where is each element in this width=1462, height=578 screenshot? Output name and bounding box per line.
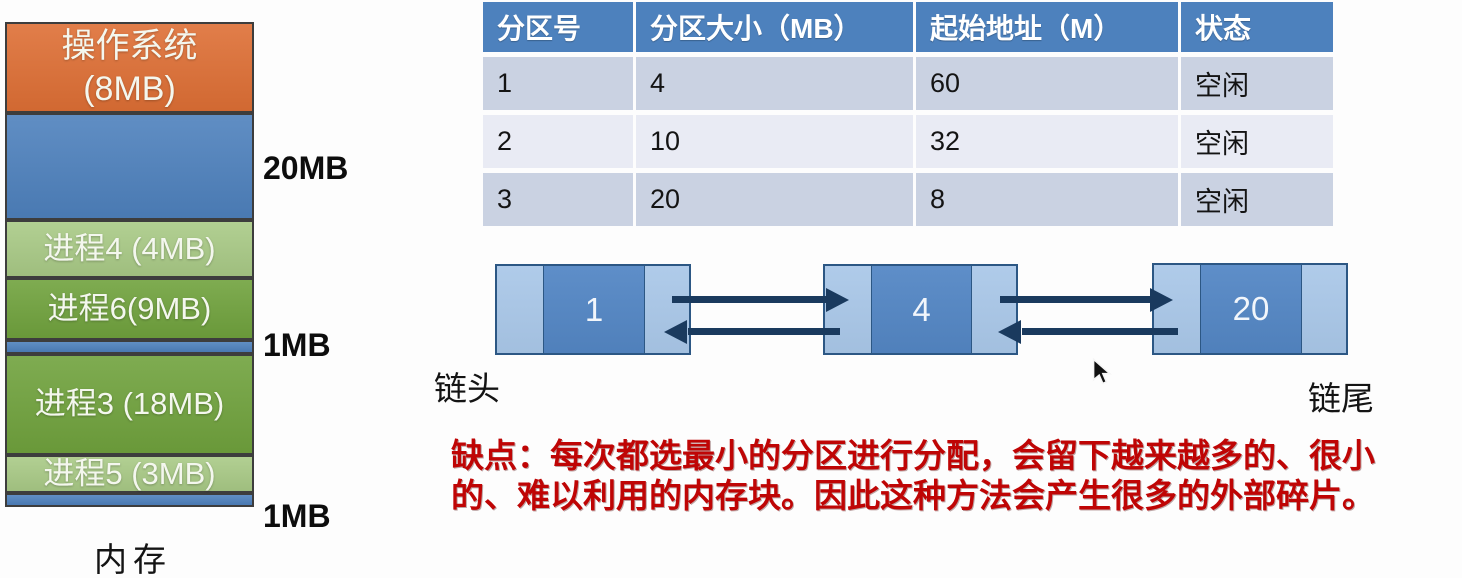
memory-block-process-3: 进程3 (18MB) bbox=[5, 354, 254, 455]
memory-block-free-1mb-b bbox=[5, 493, 254, 507]
back-arrow-2-bar bbox=[1022, 328, 1178, 335]
table-cell-r3-partition-no: 3 bbox=[483, 173, 633, 226]
table-cell-text: 1 bbox=[497, 68, 513, 98]
disadvantage-note: 缺点：每次都选最小的分区进行分配，会留下越来越多的、很小 的、难以利用的内存块。… bbox=[451, 436, 1462, 516]
memory-block-process-4: 进程4 (4MB) bbox=[5, 220, 254, 278]
table-cell-text: 60 bbox=[930, 68, 961, 98]
node-1-next-cell bbox=[645, 266, 689, 353]
memory-caption: 内存 bbox=[94, 541, 172, 578]
table-cell-r1-start-address: 60 bbox=[916, 57, 1178, 110]
memory-block-process-5-label: 进程5 (3MB) bbox=[43, 455, 216, 491]
memory-block-process-6-label: 进程6(9MB) bbox=[47, 290, 212, 326]
table-cell-text: 3 bbox=[497, 184, 513, 214]
table-cell-text: 空闲 bbox=[1195, 187, 1249, 217]
table-cell-r3-status: 空闲 bbox=[1181, 173, 1333, 226]
table-cell-r2-partition-size: 10 bbox=[636, 115, 913, 168]
table-cell-r2-partition-no: 2 bbox=[483, 115, 633, 168]
partition-table: 分区号 分区大小（MB） 起始地址（M） 状态 1 4 60 空闲 2 10 3… bbox=[483, 2, 1333, 226]
table-cell-text: 空闲 bbox=[1195, 71, 1249, 101]
size-label-1mb-a: 1MB bbox=[263, 327, 331, 363]
disadvantage-note-line2: 的、难以利用的内存块。因此这种方法会产生很多的外部碎片。 bbox=[451, 477, 1375, 514]
size-label-20mb: 20MB bbox=[263, 150, 349, 186]
node-20-next-cell bbox=[1302, 265, 1346, 353]
table-header-status: 状态 bbox=[1181, 2, 1333, 52]
forward-arrow-1-bar bbox=[672, 296, 828, 303]
memory-block-process-5: 进程5 (3MB) bbox=[5, 455, 254, 493]
table-cell-r3-start-address: 8 bbox=[916, 173, 1178, 226]
table-cell-text: 10 bbox=[650, 126, 681, 156]
table-header-partition-size-text: 分区大小（MB） bbox=[650, 13, 862, 44]
node-1-value-text: 1 bbox=[584, 290, 604, 328]
free-list-tail-label: 链尾 bbox=[1308, 380, 1374, 417]
memory-block-process-4-label: 进程4 (4MB) bbox=[43, 230, 216, 266]
memory-block-free-1mb-a bbox=[5, 340, 254, 354]
mouse-cursor-icon bbox=[1092, 358, 1112, 385]
node-4-value-text: 4 bbox=[912, 290, 931, 328]
disadvantage-note-line1: 缺点：每次都选最小的分区进行分配，会留下越来越多的、很小 bbox=[451, 437, 1375, 474]
table-header-partition-no-text: 分区号 bbox=[497, 13, 582, 44]
table-cell-text: 20 bbox=[650, 184, 681, 214]
table-cell-text: 32 bbox=[930, 126, 961, 156]
forward-arrow-2-head-icon bbox=[1150, 288, 1173, 312]
table-header-start-address-text: 起始地址（M） bbox=[930, 13, 1122, 44]
node-1-prev-cell bbox=[497, 266, 543, 353]
table-cell-r3-partition-size: 20 bbox=[636, 173, 913, 226]
table-header-partition-no: 分区号 bbox=[483, 2, 633, 52]
memory-block-os-size: (8MB) bbox=[83, 69, 176, 108]
node-1-value: 1 bbox=[543, 266, 645, 353]
table-cell-text: 8 bbox=[930, 184, 946, 214]
memory-block-process-6: 进程6(9MB) bbox=[5, 278, 254, 340]
forward-arrow-2-bar bbox=[1000, 296, 1152, 303]
table-header-status-text: 状态 bbox=[1195, 13, 1252, 44]
table-cell-r1-partition-size: 4 bbox=[636, 57, 913, 110]
table-cell-r1-status: 空闲 bbox=[1181, 57, 1333, 110]
table-cell-r2-status: 空闲 bbox=[1181, 115, 1333, 168]
forward-arrow-1-head-icon bbox=[826, 288, 849, 312]
free-list-head-label: 链头 bbox=[434, 370, 500, 407]
free-list-node-20: 20 bbox=[1152, 263, 1348, 355]
table-cell-r2-start-address: 32 bbox=[916, 115, 1178, 168]
free-list-node-1: 1 bbox=[495, 264, 691, 355]
table-header-start-address: 起始地址（M） bbox=[916, 2, 1178, 52]
node-4-value: 4 bbox=[871, 266, 972, 353]
back-arrow-1-head-icon bbox=[664, 320, 687, 344]
back-arrow-2-head-icon bbox=[998, 320, 1021, 344]
size-label-1mb-b: 1MB bbox=[263, 498, 331, 534]
memory-block-process-3-label: 进程3 (18MB) bbox=[34, 386, 225, 422]
node-20-value: 20 bbox=[1200, 265, 1302, 353]
free-list-node-4: 4 bbox=[823, 264, 1018, 355]
table-cell-text: 空闲 bbox=[1195, 129, 1249, 159]
memory-block-free-20mb bbox=[5, 113, 254, 220]
memory-block-os: 操作系统 (8MB) bbox=[5, 22, 254, 113]
table-cell-r1-partition-no: 1 bbox=[483, 57, 633, 110]
table-cell-text: 4 bbox=[650, 68, 666, 98]
node-20-value-text: 20 bbox=[1232, 290, 1270, 327]
memory-block-os-label: 操作系统 bbox=[61, 27, 198, 65]
table-header-partition-size: 分区大小（MB） bbox=[636, 2, 913, 52]
back-arrow-1-bar bbox=[688, 328, 840, 335]
table-cell-text: 2 bbox=[497, 126, 513, 156]
